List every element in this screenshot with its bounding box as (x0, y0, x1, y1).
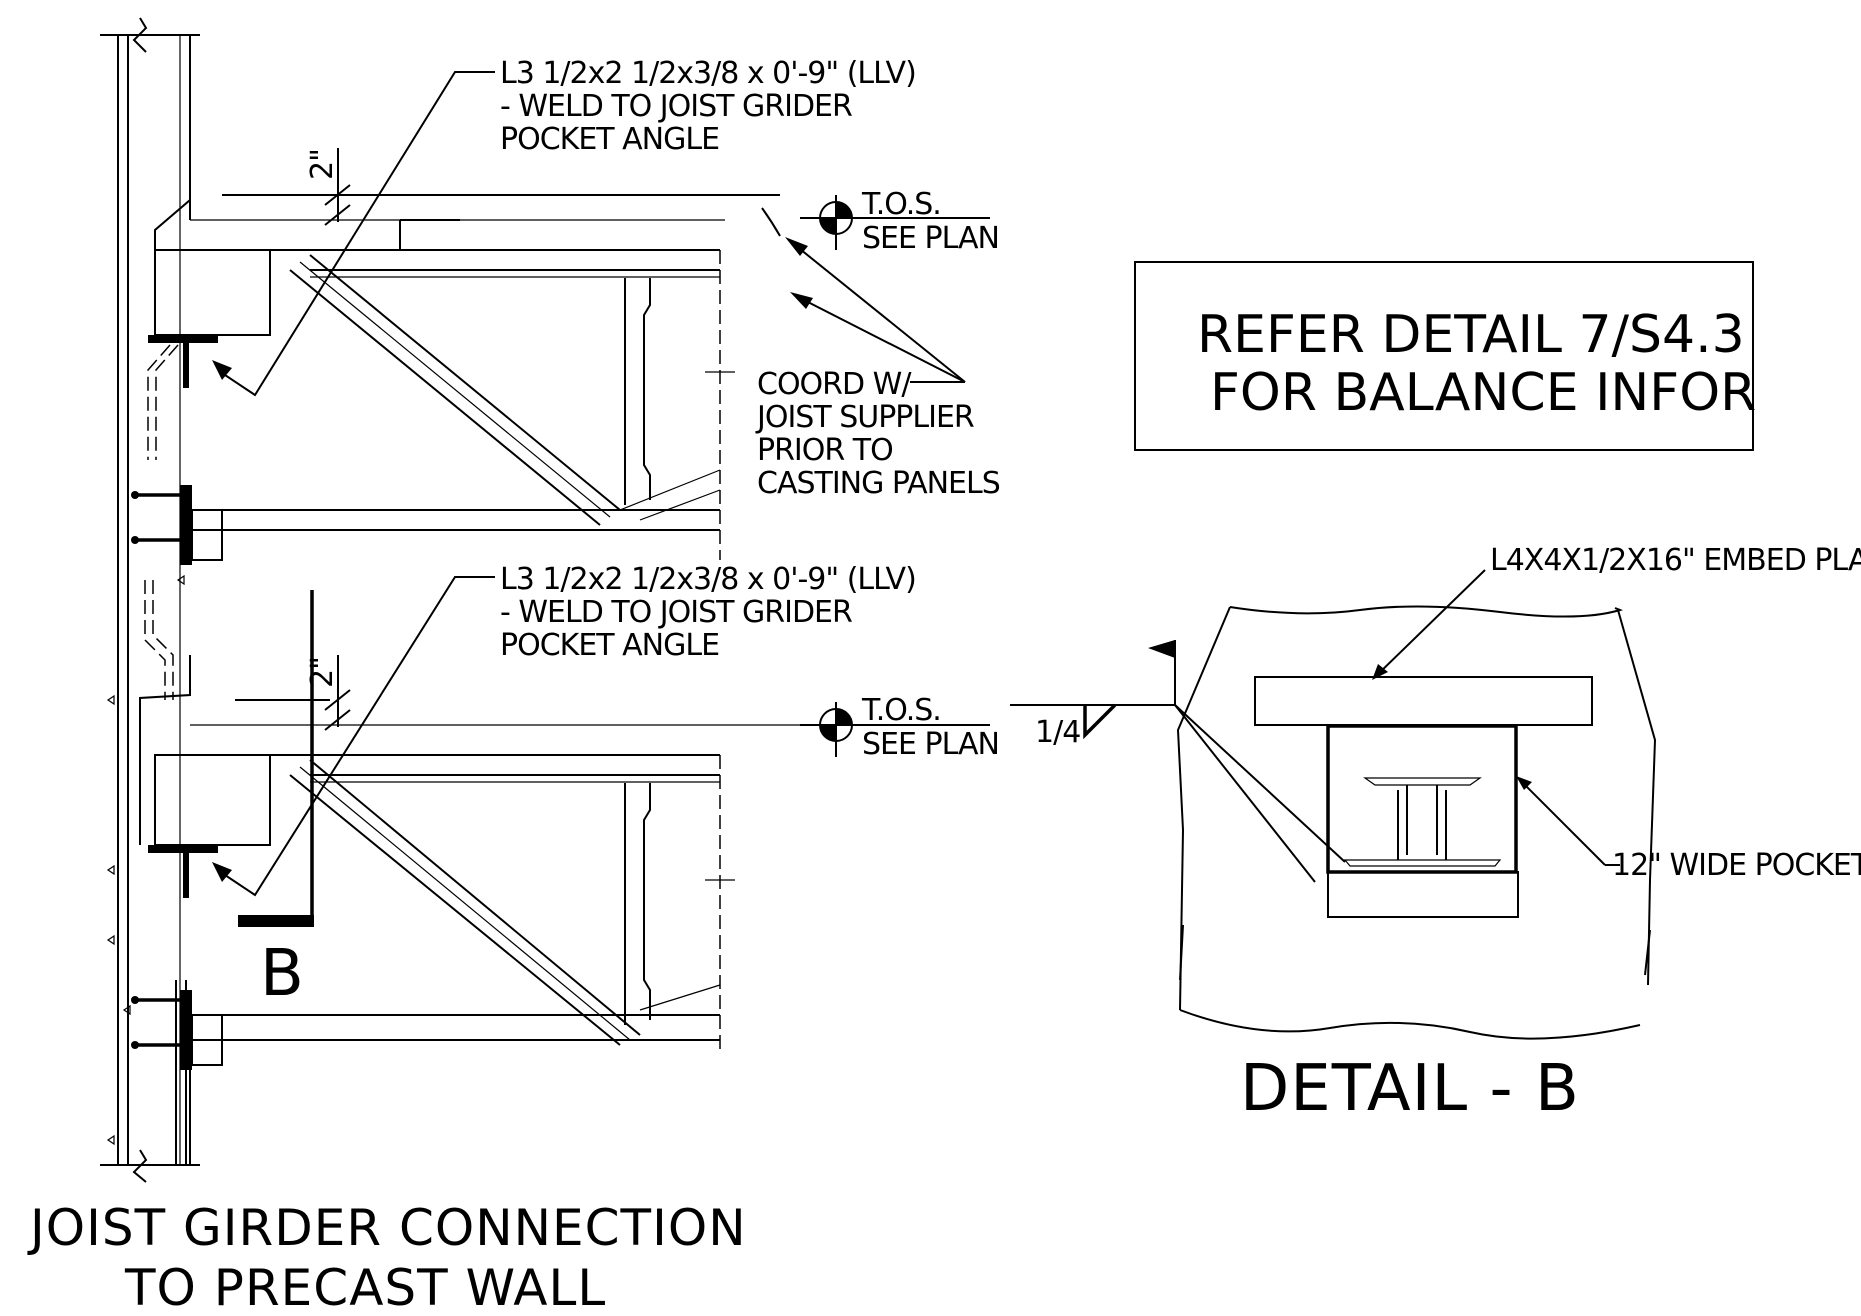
dim-label-bottom: 2" (305, 657, 340, 688)
svg-text:T.O.S.: T.O.S. (861, 187, 941, 222)
tos-symbol-bottom (800, 702, 990, 757)
main-title-line-1: JOIST GIRDER CONNECTION (27, 1199, 747, 1257)
svg-text:FOR BALANCE INFOR: FOR BALANCE INFOR (1210, 363, 1756, 423)
angle-note-bottom: L3 1/2x2 1/2x3/8 x 0'-9" (LLV) - WELD TO… (500, 562, 917, 663)
refer-box: REFER DETAIL 7/S4.3 FOR BALANCE INFOR (1134, 261, 1756, 451)
dim-label-top: 2" (305, 149, 340, 180)
svg-text:POCKET ANGLE: POCKET ANGLE (500, 628, 719, 663)
upper-connection (131, 150, 780, 700)
svg-text:L3 1/2x2 1/2x3/8 x 0'-9" (LLV): L3 1/2x2 1/2x3/8 x 0'-9" (LLV) (500, 56, 916, 91)
detail-b-title: DETAIL - B (1240, 1052, 1580, 1126)
tos-label-bottom: T.O.S. SEE PLAN (861, 693, 1000, 762)
svg-text:REFER DETAIL 7/S4.3: REFER DETAIL 7/S4.3 (1197, 305, 1745, 365)
weld-size-label: 1/4 (1035, 715, 1080, 750)
svg-text:JOIST SUPPLIER: JOIST SUPPLIER (755, 400, 974, 435)
svg-text:SEE PLAN: SEE PLAN (862, 221, 999, 256)
dimension-marks (324, 148, 351, 731)
svg-text:- WELD TO JOIST GRIDER: - WELD TO JOIST GRIDER (500, 595, 852, 630)
svg-text:SEE PLAN: SEE PLAN (862, 727, 999, 762)
tos-symbol-top (800, 195, 990, 250)
main-title-line-2: TO PRECAST WALL (124, 1259, 606, 1316)
lower-connection (131, 590, 810, 1070)
svg-text:- WELD TO JOIST GRIDER: - WELD TO JOIST GRIDER (500, 89, 852, 124)
detail-marker-b: B (260, 937, 305, 1011)
detail-b-section: 1/4 (1010, 569, 1657, 1040)
svg-text:CASTING PANELS: CASTING PANELS (757, 466, 1000, 501)
svg-text:T.O.S.: T.O.S. (861, 693, 941, 728)
tos-label-top: T.O.S. SEE PLAN (861, 187, 1000, 256)
leader-lines (212, 71, 966, 897)
embed-plate-label: L4X4X1/2X16" EMBED PLATE (1490, 543, 1861, 578)
svg-text:L3 1/2x2 1/2x3/8 x 0'-9" (LLV): L3 1/2x2 1/2x3/8 x 0'-9" (LLV) (500, 562, 916, 597)
coord-note: COORD W/ JOIST SUPPLIER PRIOR TO CASTING… (755, 367, 1001, 501)
svg-text:PRIOR TO: PRIOR TO (757, 433, 893, 468)
svg-text:COORD W/: COORD W/ (757, 367, 912, 402)
angle-note-top: L3 1/2x2 1/2x3/8 x 0'-9" (LLV) - WELD TO… (500, 56, 917, 157)
svg-text:POCKET ANGLE: POCKET ANGLE (500, 122, 719, 157)
pocket-label: 12" WIDE POCKET (1612, 848, 1861, 883)
